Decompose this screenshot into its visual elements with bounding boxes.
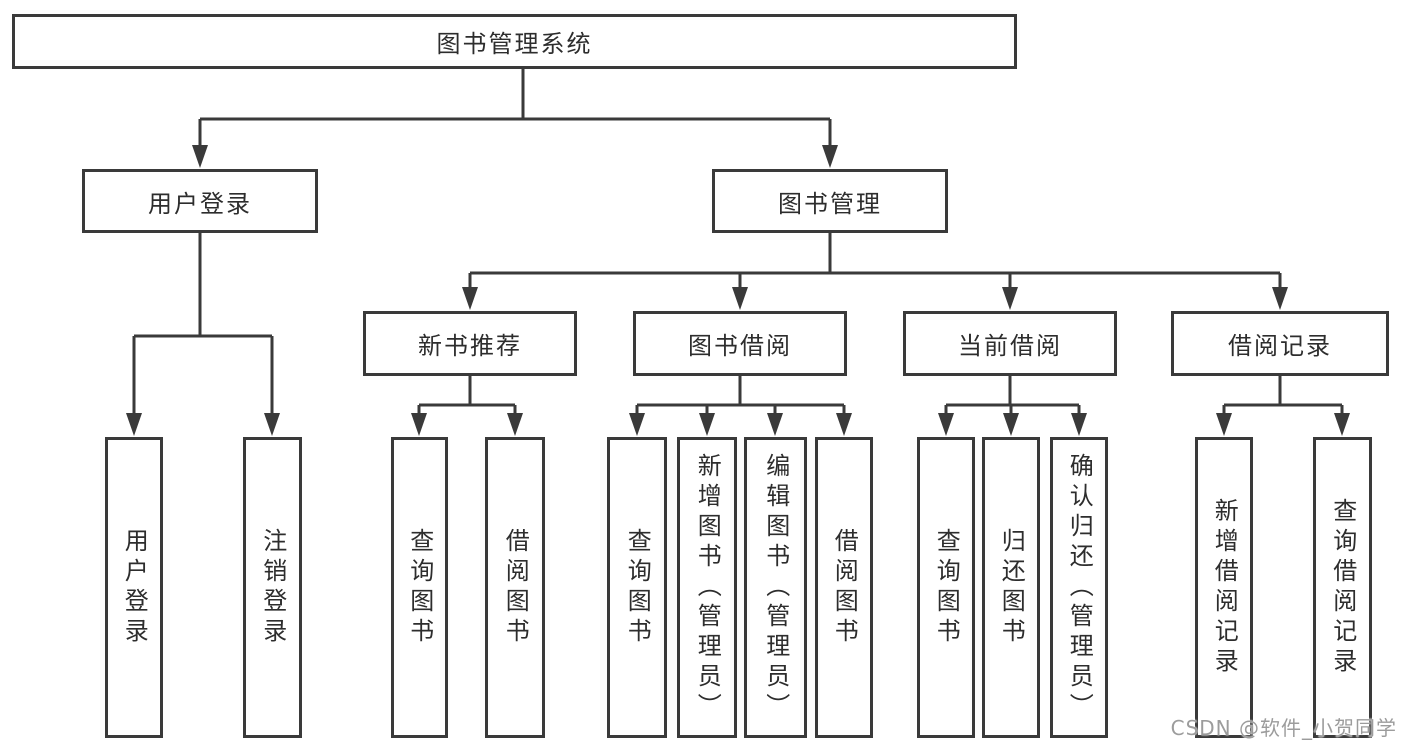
leaf-user-login-label: 用户登录: [120, 527, 149, 648]
node-book-management: 图书管理: [712, 169, 948, 233]
leaf-logout: 注销登录: [243, 437, 302, 738]
leaf-query-borrow-record-label: 查询借阅记录: [1328, 497, 1357, 678]
leaf-query-books-recommend: 查询图书: [391, 437, 448, 738]
node-borrow-records: 借阅记录: [1171, 311, 1389, 376]
node-current-borrowing: 当前借阅: [903, 311, 1117, 376]
leaf-borrow-books-recommend: 借阅图书: [485, 437, 545, 738]
leaf-confirm-return-admin-label: 确认归还（管理员）: [1065, 452, 1094, 723]
leaf-user-login: 用户登录: [105, 437, 163, 738]
leaf-logout-label: 注销登录: [258, 527, 287, 648]
leaf-return-books-label: 归还图书: [997, 527, 1026, 648]
leaf-add-borrow-record-label: 新增借阅记录: [1210, 497, 1239, 678]
leaf-query-books-current-label: 查询图书: [932, 527, 961, 648]
leaf-query-books-borrowing-label: 查询图书: [623, 527, 652, 648]
leaf-query-books-recommend-label: 查询图书: [405, 527, 434, 648]
leaf-add-book-admin: 新增图书（管理员）: [677, 437, 737, 738]
leaf-confirm-return-admin: 确认归还（管理员）: [1050, 437, 1108, 738]
leaf-edit-book-admin-label: 编辑图书（管理员）: [761, 452, 790, 723]
leaf-query-books-current: 查询图书: [917, 437, 975, 738]
leaf-borrow-books-recommend-label: 借阅图书: [501, 527, 530, 648]
leaf-query-books-borrowing: 查询图书: [607, 437, 667, 738]
node-new-book-recommend: 新书推荐: [363, 311, 577, 376]
leaf-query-borrow-record: 查询借阅记录: [1313, 437, 1372, 738]
csdn-watermark: CSDN @软件_小贺同学: [1170, 716, 1397, 740]
leaf-add-book-admin-label: 新增图书（管理员）: [693, 452, 722, 723]
leaf-borrow-books-borrowing-label: 借阅图书: [830, 527, 859, 648]
leaf-borrow-books-borrowing: 借阅图书: [815, 437, 873, 738]
node-book-borrowing: 图书借阅: [633, 311, 847, 376]
leaf-return-books: 归还图书: [982, 437, 1040, 738]
leaf-edit-book-admin: 编辑图书（管理员）: [744, 437, 807, 738]
node-user-login: 用户登录: [82, 169, 318, 233]
node-library-system-root: 图书管理系统: [12, 14, 1017, 69]
leaf-add-borrow-record: 新增借阅记录: [1195, 437, 1253, 738]
